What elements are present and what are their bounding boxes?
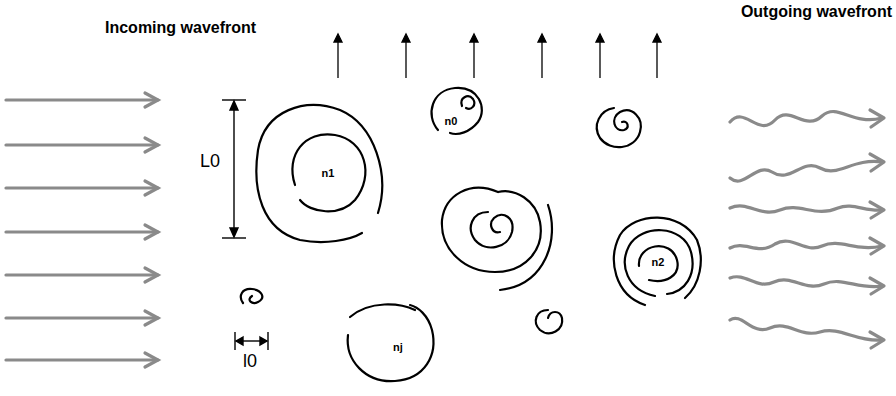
eddy-index: n1 — [322, 168, 335, 179]
eddy: n2 — [605, 210, 705, 310]
eddy-index: n2 — [652, 257, 665, 268]
eddy-outline — [340, 295, 440, 385]
outgoing-rays — [730, 110, 884, 348]
section-heading: Incoming wavefront — [105, 20, 256, 36]
eddy-outline — [250, 95, 390, 245]
section-heading: Outgoing wavefront — [741, 4, 892, 20]
upward-arrows — [334, 34, 661, 78]
eddy: n0 — [420, 80, 490, 140]
eddy: nj — [340, 295, 440, 385]
incoming-rays — [6, 93, 158, 367]
eddy-index: n0 — [445, 116, 458, 127]
eddy-outline — [420, 80, 490, 140]
eddy-index: nj — [393, 342, 403, 353]
eddy: n1 — [250, 95, 390, 245]
dimension-label: l0 — [243, 352, 257, 370]
unlabelled-eddies — [241, 108, 641, 333]
dimension-label: L0 — [200, 152, 220, 170]
